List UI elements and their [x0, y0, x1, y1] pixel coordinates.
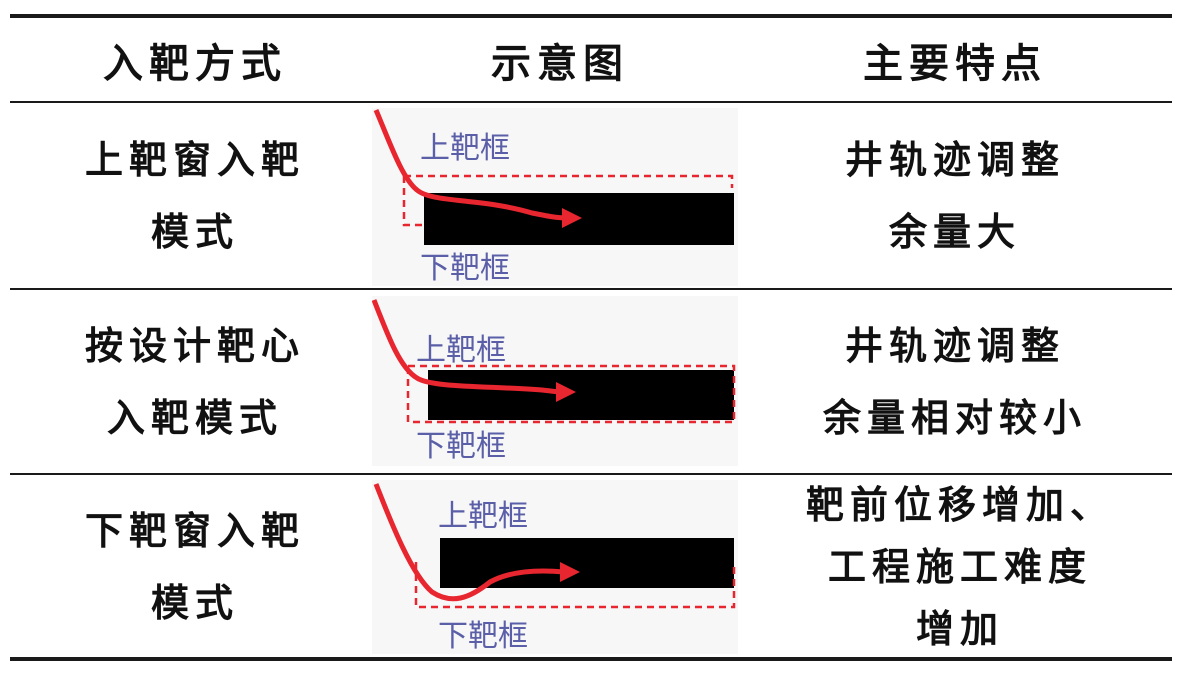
row-2-diagram: 上靶框 下靶框: [371, 296, 738, 466]
lower-box-label: 下靶框: [438, 619, 528, 654]
target-box-outline: [402, 174, 734, 227]
row-1-feature-line-2: 余量大: [888, 210, 1021, 254]
row-3-diagram: 上靶框 下靶框: [372, 480, 738, 654]
trajectory-arrow: [560, 562, 580, 582]
row-1-features: 井轨迹调整 余量大: [800, 104, 1110, 288]
trajectory-line: [373, 109, 568, 221]
lower-box-label: 下靶框: [416, 429, 506, 464]
table-top-rule: [10, 14, 1172, 18]
row-1-mode: 上靶窗入靶 模式: [60, 104, 330, 288]
row-3-mode-line-2: 模式: [150, 580, 239, 625]
row-3-mode: 下靶窗入靶 模式: [60, 476, 330, 657]
row-1-diagram-svg: 上靶框 下靶框: [372, 108, 738, 286]
row-1-diagram: 上靶框 下靶框: [372, 108, 738, 286]
row-1-feature-line-1: 井轨迹调整: [844, 138, 1065, 182]
trajectory-line: [373, 483, 565, 602]
row-3-feature-line-2: 工程施工难度: [827, 544, 1092, 589]
row-1-bottom-rule: [10, 288, 1172, 290]
lower-box-label: 下靶框: [420, 251, 510, 286]
header-diagram-label: 示意图: [491, 40, 629, 87]
row-1-mode-line-1: 上靶窗入靶: [84, 138, 305, 182]
upper-box-label: 上靶框: [420, 131, 510, 166]
upper-box-label: 上靶框: [416, 333, 506, 368]
trajectory-arrow: [562, 208, 582, 228]
header-entry-mode-label: 入靶方式: [103, 40, 287, 87]
trajectory-line: [371, 299, 563, 395]
row-3-diagram-svg: 上靶框 下靶框: [372, 480, 738, 654]
target-body: [440, 538, 734, 588]
header-features-label: 主要特点: [863, 40, 1047, 87]
row-3-feature-line-1: 靶前位移增加、: [805, 482, 1114, 527]
header-diagram: 示意图: [420, 18, 700, 101]
target-box-outline: [414, 562, 736, 609]
row-2-mode-line-1: 按设计靶心: [84, 324, 305, 368]
row-2-features: 井轨迹调整 余量相对较小: [800, 291, 1110, 473]
row-1-mode-line-2: 模式: [150, 210, 239, 254]
target-box-outline: [406, 364, 736, 424]
header-entry-mode: 入靶方式: [60, 18, 330, 101]
row-3-mode-line-1: 下靶窗入靶: [84, 508, 305, 553]
row-2-bottom-rule: [10, 473, 1172, 475]
row-2-diagram-svg: 上靶框 下靶框: [371, 296, 738, 466]
row-3-feature-line-3: 增加: [915, 606, 1004, 651]
row-2-feature-line-1: 井轨迹调整: [844, 324, 1065, 368]
target-body: [428, 370, 734, 420]
header-features: 主要特点: [800, 18, 1110, 101]
row-3-features: 靶前位移增加、 工程施工难度 增加: [790, 476, 1130, 657]
table-bottom-rule: [10, 657, 1172, 661]
row-2-feature-line-2: 余量相对较小: [822, 396, 1087, 440]
upper-box-label: 上靶框: [438, 499, 528, 534]
row-2-mode: 按设计靶心 入靶模式: [60, 291, 330, 473]
header-bottom-rule: [10, 101, 1172, 103]
trajectory-arrow: [556, 382, 576, 402]
row-2-mode-line-2: 入靶模式: [106, 396, 283, 440]
